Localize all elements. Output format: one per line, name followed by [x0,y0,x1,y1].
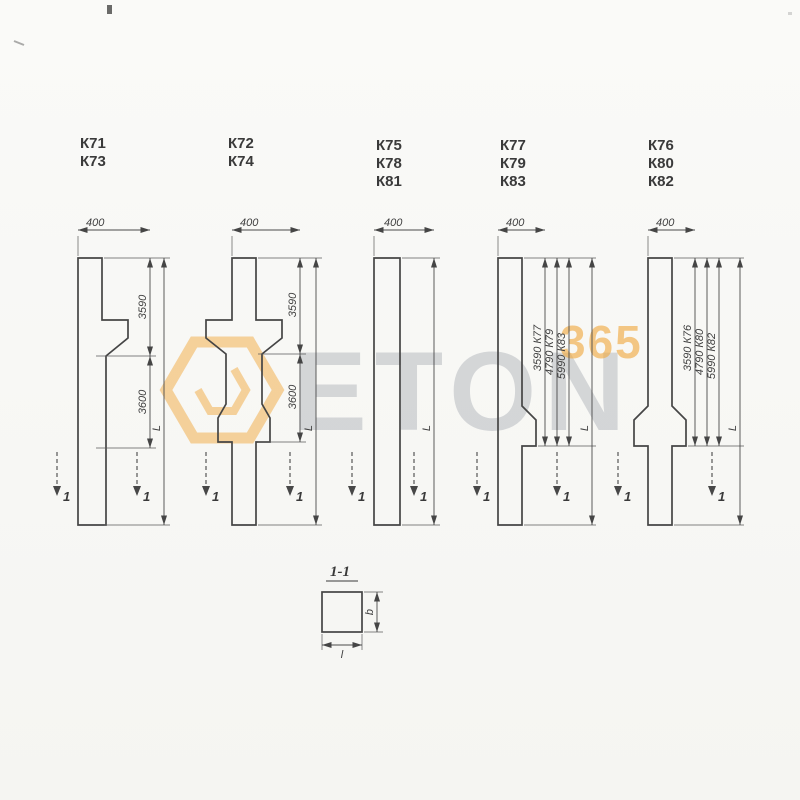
length-dim-text: L [151,425,163,431]
section-cut-arrow: 1 [348,452,365,504]
column-outline [633,257,687,526]
cut-arrowhead [410,486,418,496]
segment-dim-text: 5990 К83 [556,332,568,379]
cut-label: 1 [358,489,365,504]
section-square [321,591,363,633]
section-cut-arrow: 1 [286,452,303,504]
cut-label: 1 [420,489,427,504]
scan-artifact [107,5,112,14]
cut-arrowhead [53,486,61,496]
length-dim-text: L [727,425,739,431]
segment-dim-text: 5990 К82 [706,333,718,379]
column-view-k76-k80-k82: К76 К80 К82 400 3590 К76 4790 К80 5990 К… [633,137,744,526]
section-cut-arrow: 1 [410,452,427,504]
column-mark: К78 [376,155,402,172]
column-mark: К81 [376,173,402,190]
segment-dim-text: 3600 [137,389,149,414]
column-outline [497,257,537,526]
section-height-dim-text: b [364,609,376,615]
segment-dim-text: 3590 К77 [532,324,544,371]
cut-label: 1 [212,489,219,504]
column-view-k77-k79-k83: К77 К79 К83 400 3590 К77 4790 К79 5990 К… [497,137,596,526]
cut-label: 1 [296,489,303,504]
segment-dim-text: 3600 [287,384,299,409]
section-cut-arrow: 1 [473,452,490,504]
length-dim-text: L [579,425,591,431]
section-cut-arrow: 1 [553,452,570,504]
watermark-number: 365 [560,316,643,368]
cut-arrowhead [708,486,716,496]
cut-arrowhead [286,486,294,496]
column-outline [205,257,283,526]
segment-dim-text: 3590 [137,294,149,319]
width-dimension: 400 [497,217,545,256]
vertical-dimensions: L [402,257,440,526]
cut-label: 1 [718,489,725,504]
cut-arrowhead [553,486,561,496]
scan-artifact [13,40,25,46]
scan-artifacts [13,5,792,46]
cut-arrowhead [202,486,210,496]
column-mark: К79 [500,155,526,172]
section-title: 1-1 [330,564,350,580]
column-view-k72-k74: К72 К74 400 3590 3600 L [205,135,322,526]
section-cut-arrow: 1 [614,452,631,504]
column-mark: К82 [648,173,674,190]
column-mark: К75 [376,137,402,154]
width-dim-text: 400 [656,217,675,229]
column-mark: К74 [228,153,254,170]
vertical-dimensions: 3590 3600 L [96,257,170,526]
vertical-dimensions: 3590 3600 L [258,257,322,526]
cut-arrowhead [614,486,622,496]
cut-label: 1 [483,489,490,504]
vertical-dimensions: 3590 К77 4790 К79 5990 К83 L [524,257,596,526]
column-mark: К72 [228,135,254,152]
length-dim-text: L [421,425,433,431]
width-dimension: 400 [647,217,695,256]
column-outline [77,257,129,526]
cut-label: 1 [63,489,70,504]
column-mark: К83 [500,173,526,190]
width-dim-text: 400 [384,217,403,229]
section-cut-arrow: 1 [202,452,219,504]
cut-label: 1 [143,489,150,504]
watermark: ETON 365 [159,316,643,454]
column-mark: К77 [500,137,526,154]
vertical-dimensions: 3590 К76 4790 К80 5990 К82 L [674,257,744,526]
width-dim-text: 400 [506,217,525,229]
section-view-1-1: 1-1 b l [321,564,383,661]
section-cut-arrow: 1 [133,452,150,504]
section-cut-arrow: 1 [53,452,70,504]
column-view-k71-k73: К71 К73 400 3590 3600 L [77,135,170,526]
width-dimension: 400 [373,217,434,256]
cut-arrowhead [473,486,481,496]
width-dim-text: 400 [86,217,105,229]
section-cut-marks: 1 1 1 1 1 1 1 [53,452,725,504]
cut-arrowhead [133,486,141,496]
width-dim-text: 400 [240,217,259,229]
cut-arrowhead [348,486,356,496]
section-width-dim-text: l [341,649,344,661]
length-dim-text: L [303,425,315,431]
segment-dim-text: 3590 К76 [682,324,694,371]
section-dimensions: b l [321,591,383,661]
section-cut-arrow: 1 [708,452,725,504]
cut-label: 1 [563,489,570,504]
width-dimension: 400 [77,217,150,256]
column-view-k75-k78-k81: К75 К78 К81 400 L [373,137,440,526]
column-mark: К71 [80,135,106,152]
column-mark: К80 [648,155,674,172]
column-outline [373,257,401,526]
scan-artifact [788,12,792,15]
watermark-hexagon-inner [194,367,251,415]
segment-dim-text: 4790 К80 [694,328,706,375]
cut-label: 1 [624,489,631,504]
column-mark: К73 [80,153,106,170]
segment-dim-text: 4790 К79 [544,329,556,375]
column-mark: К76 [648,137,674,154]
width-dimension: 400 [231,217,300,256]
segment-dim-text: 3590 [287,292,299,317]
